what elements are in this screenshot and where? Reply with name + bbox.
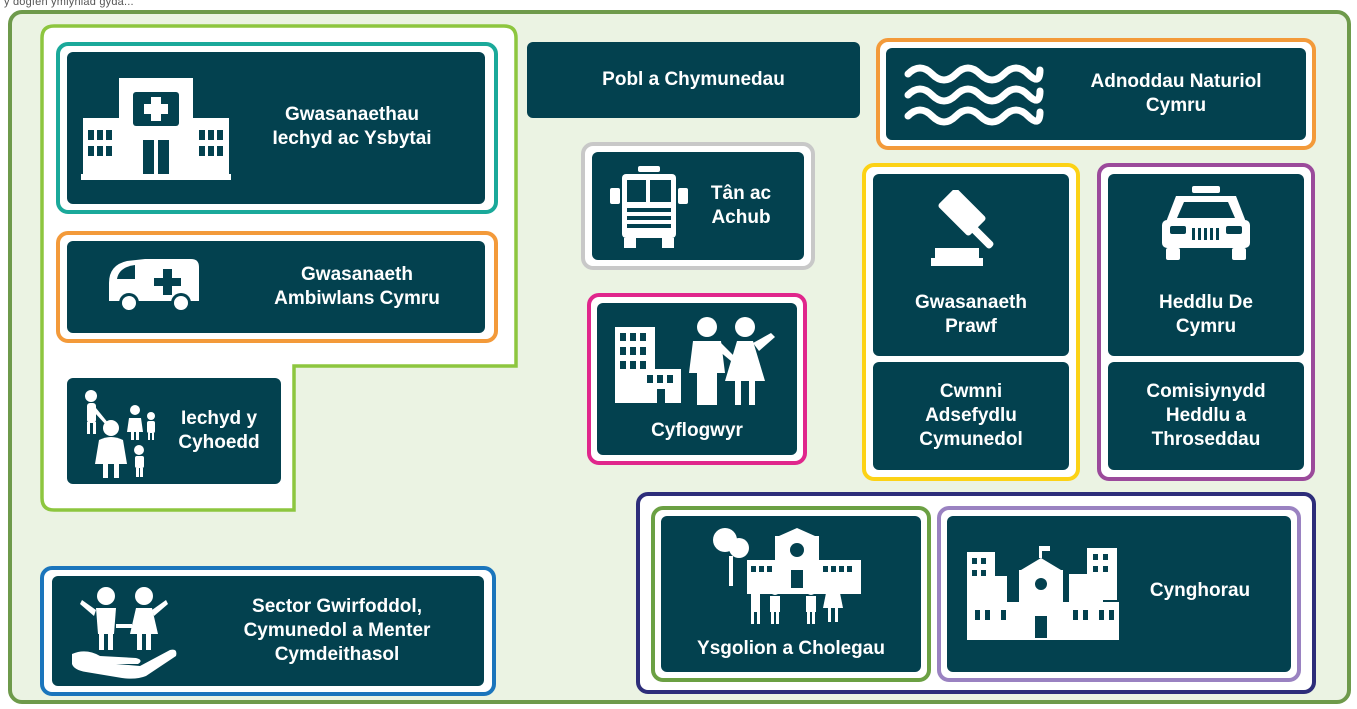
councils-label: Cynghorau <box>1125 556 1275 626</box>
nrw-line-2: Cymru <box>1145 95 1207 116</box>
police-line-1: Heddlu De <box>1159 292 1253 313</box>
public-health-line-2: Cyhoedd <box>178 432 260 453</box>
councils-card[interactable]: Cynghorau <box>947 516 1291 672</box>
header-text: y dogfen ymlyniad gyda... <box>4 0 134 8</box>
crc-label: Cwmni Adsefydlu Cymunedol <box>873 362 1069 470</box>
hospitals-card[interactable]: Gwasanaethau Iechyd ac Ysbytai <box>67 52 485 204</box>
police-card[interactable]: Heddlu De Cymru <box>1108 174 1304 356</box>
fire-card[interactable]: Tân ac Achub <box>592 152 804 260</box>
crc-line-2: Adsefydlu <box>925 405 1017 426</box>
hospitals-label: Gwasanaethau Iechyd ac Ysbytai <box>252 72 452 182</box>
councils-line-1: Cynghorau <box>1149 580 1251 601</box>
pcc-label: Comisiynydd Heddlu a Throseddau <box>1108 362 1304 470</box>
hospitals-line-1: Gwasanaethau <box>284 104 420 125</box>
public-health-card[interactable]: Iechyd y Cyhoedd <box>67 378 281 484</box>
crc-line-3: Cymunedol <box>919 429 1023 450</box>
hospital-icon <box>81 74 231 180</box>
ambulance-card[interactable]: Gwasanaeth Ambiwlans Cymru <box>67 241 485 333</box>
voluntary-line-3: Cymdeithasol <box>274 644 400 665</box>
people-communities-line-1: Pobl a Chymunedau <box>602 69 785 90</box>
employers-line-1: Cyflogwyr <box>651 420 743 441</box>
fire-engine-icon <box>610 166 688 248</box>
caring-hands-icon <box>66 584 184 680</box>
nrw-label: Adnoddau Naturiol Cymru <box>1066 54 1286 134</box>
public-health-label: Iechyd y Cyhoedd <box>163 388 275 474</box>
ambulance-line-2: Ambiwlans Cymru <box>274 288 440 309</box>
pcc-line-3: Throseddau <box>1151 429 1261 450</box>
crc-line-1: Cwmni <box>939 381 1003 402</box>
probation-line-1: Gwasanaeth <box>915 292 1027 313</box>
employers-label: Cyflogwyr <box>597 415 797 447</box>
public-health-line-1: Iechyd y <box>180 408 258 429</box>
nrw-card[interactable]: Adnoddau Naturiol Cymru <box>886 48 1306 140</box>
schools-line-1: Ysgolion a Cholegau <box>697 638 885 659</box>
pcc-line-2: Heddlu a <box>1165 405 1247 426</box>
schools-label: Ysgolion a Cholegau <box>661 632 921 666</box>
header-strip: y dogfen ymlyniad gyda... <box>0 0 1357 12</box>
police-label: Heddlu De Cymru <box>1108 284 1304 346</box>
nrw-line-1: Adnoddau Naturiol <box>1090 71 1262 92</box>
voluntary-line-1: Sector Gwirfoddol, <box>252 596 422 617</box>
hospitals-line-2: Iechyd ac Ysbytai <box>272 128 432 149</box>
schools-card[interactable]: Ysgolion a Cholegau <box>661 516 921 672</box>
fire-label: Tân ac Achub <box>696 162 786 250</box>
police-car-icon <box>1158 186 1254 262</box>
voluntary-label: Sector Gwirfoddol, Cymunedol a Menter Cy… <box>202 584 472 678</box>
family-icon <box>77 388 163 478</box>
crc-card[interactable]: Cwmni Adsefydlu Cymunedol <box>873 362 1069 470</box>
probation-line-2: Prawf <box>945 316 997 337</box>
gavel-icon <box>931 190 1011 268</box>
voluntary-line-2: Cymunedol a Menter <box>243 620 431 641</box>
pcc-card[interactable]: Comisiynydd Heddlu a Throseddau <box>1108 362 1304 470</box>
police-line-2: Cymru <box>1175 316 1237 337</box>
ambulance-label: Gwasanaeth Ambiwlans Cymru <box>252 247 462 327</box>
fire-line-1: Tân ac <box>710 183 772 204</box>
voluntary-card[interactable]: Sector Gwirfoddol, Cymunedol a Menter Cy… <box>52 576 484 686</box>
fire-line-2: Achub <box>711 207 771 228</box>
council-icon <box>963 546 1123 642</box>
ambulance-icon <box>105 255 201 317</box>
people-communities-card[interactable]: Pobl a Chymunedau <box>527 42 860 118</box>
employers-card[interactable]: Cyflogwyr <box>597 303 797 455</box>
people-communities-label: Pobl a Chymunedau <box>527 42 860 118</box>
school-icon <box>711 526 871 628</box>
probation-card[interactable]: Gwasanaeth Prawf <box>873 174 1069 356</box>
ambulance-line-1: Gwasanaeth <box>301 264 413 285</box>
pcc-line-1: Comisiynydd <box>1146 381 1266 402</box>
probation-label: Gwasanaeth Prawf <box>873 284 1069 346</box>
waves-icon <box>902 62 1046 128</box>
employer-icon <box>611 313 785 407</box>
